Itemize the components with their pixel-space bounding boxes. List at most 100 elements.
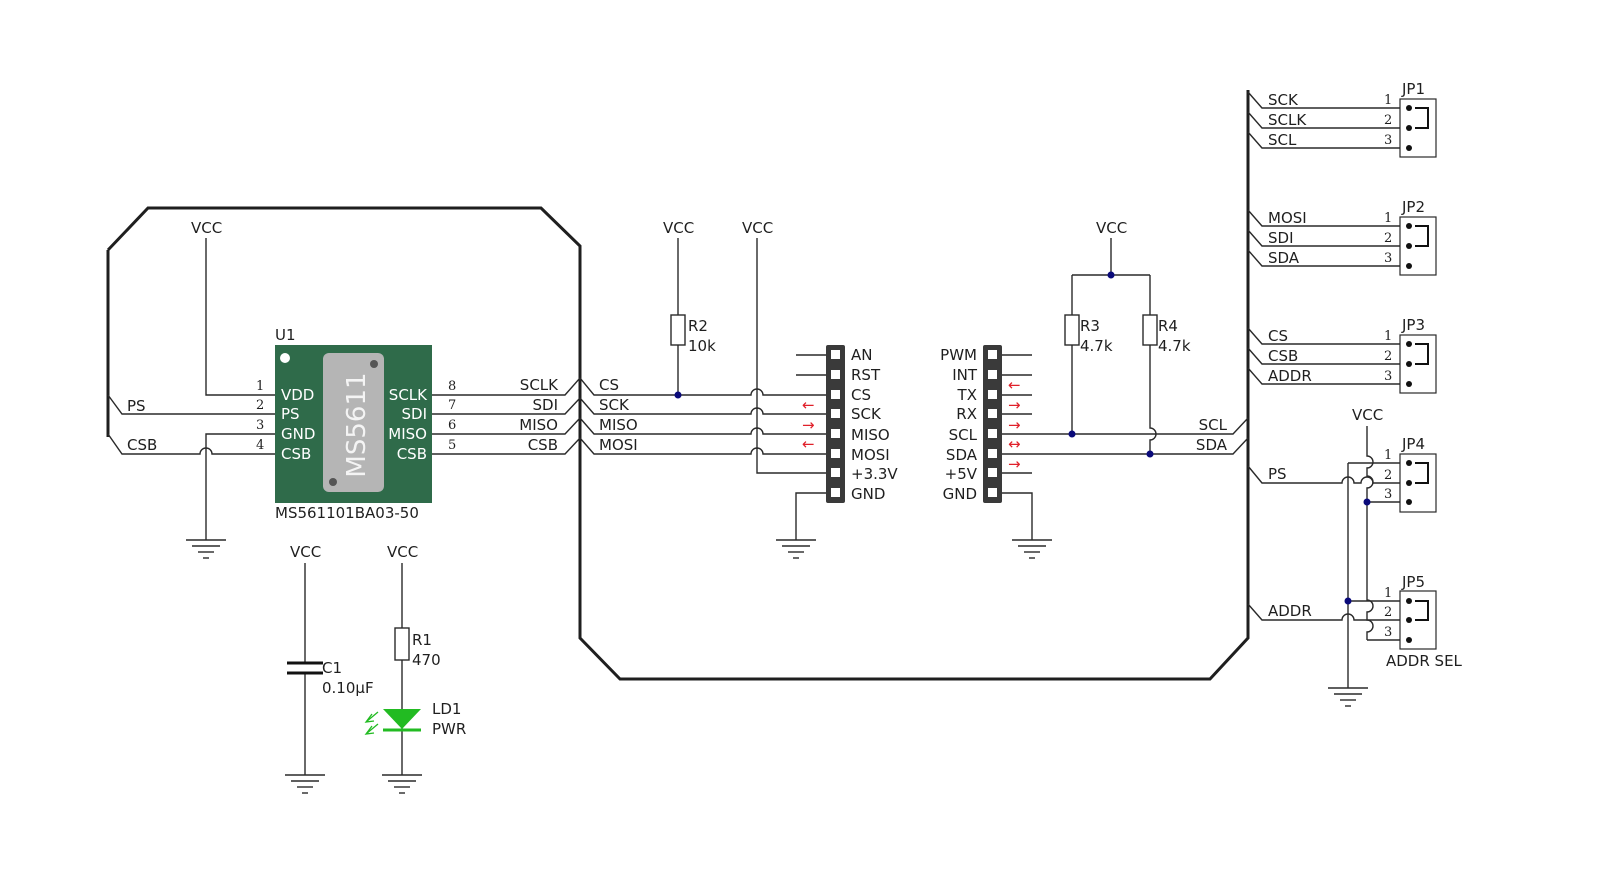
u1-ref: U1 (275, 326, 296, 344)
wire-gnd (205, 433, 275, 540)
wire-gnd-left (795, 492, 830, 540)
wire-gnd-right (1002, 492, 1033, 540)
pin-number: 1 (1384, 448, 1392, 463)
header-label-pwm: PWM (940, 346, 977, 364)
junction-dot (1344, 597, 1352, 605)
jp3-net-2: CSB (1268, 347, 1298, 365)
r4-value: 4.7k (1158, 337, 1191, 355)
wire-csb-r (432, 437, 581, 455)
jumper-jp1: SCK SCLK SCL 1 2 3 JP1 (1247, 80, 1437, 158)
ground-symbol (1328, 687, 1368, 707)
junction-dot (1146, 450, 1154, 458)
net-mosi: MOSI (599, 436, 638, 454)
resistor-r4 (1142, 314, 1158, 346)
header-pin (831, 409, 840, 418)
ground-symbol (186, 539, 226, 559)
header-label-rst: RST (851, 366, 881, 384)
jp4-net: PS (1268, 465, 1287, 483)
u1-pin-csb: CSB (281, 445, 311, 463)
wire-scl (1002, 417, 1249, 435)
pin-number: 5 (448, 438, 456, 453)
r2-value: 10k (688, 337, 716, 355)
mikrobus-header-right: PWM INT TX RX SCL SDA +5V GND (940, 345, 1002, 503)
u1-pin-vdd: VDD (281, 386, 314, 404)
arrow-right-icon: → (1008, 455, 1021, 473)
header-label-mosi: MOSI (851, 446, 890, 464)
c1-ref: C1 (322, 659, 342, 677)
vcc-label: VCC (663, 219, 694, 237)
wire-vcc-jp (1366, 426, 1374, 640)
jp3-ref: JP3 (1401, 316, 1425, 334)
r2-ref: R2 (688, 317, 708, 335)
header-label-tx: TX (957, 386, 977, 404)
header-label-miso: MISO (851, 426, 890, 444)
pin-number: 2 (256, 398, 264, 413)
arrow-left-icon: ← (802, 435, 815, 453)
arrow-left-icon: ← (1008, 376, 1021, 394)
header-pin (988, 350, 997, 359)
header-pin (988, 429, 997, 438)
vcc-label: VCC (191, 219, 222, 237)
vcc-label: VCC (742, 219, 773, 237)
arrow-left-icon: ← (802, 396, 815, 414)
ld1-value: PWR (432, 720, 466, 738)
pin-number: 3 (1384, 133, 1392, 148)
header-pin (988, 468, 997, 477)
header-body (826, 345, 845, 503)
wire-csb (107, 433, 275, 455)
led-symbol (383, 709, 421, 729)
header-pin (988, 370, 997, 379)
ground-symbol (285, 774, 325, 794)
net-csb: CSB (127, 436, 157, 454)
header-label-5v: +5V (945, 465, 978, 483)
chip-marking: MS5611 (342, 372, 372, 477)
resistor-r2 (670, 314, 686, 346)
net-scl: SCL (1199, 416, 1228, 434)
net-ps: PS (127, 397, 146, 415)
header-pin (831, 429, 840, 438)
header-label-gnd-r: GND (943, 485, 977, 503)
r3-value: 4.7k (1080, 337, 1113, 355)
header-pin (988, 488, 997, 497)
jp3-net-3: ADDR (1268, 367, 1312, 385)
mikrobus-header-left: AN RST CS SCK MISO MOSI +3.3V GND (826, 345, 898, 503)
r4-ref: R4 (1158, 317, 1178, 335)
net-sda: SDA (1196, 436, 1228, 454)
vcc-label: VCC (290, 543, 321, 561)
pin-number: 2 (1384, 231, 1392, 246)
ground-symbol (776, 539, 816, 559)
pin-number: 3 (1384, 625, 1392, 640)
pin-number: 3 (256, 418, 264, 433)
pin-number: 8 (448, 379, 456, 394)
junction-dot (1068, 430, 1076, 438)
ground-symbol (382, 774, 422, 794)
ld1-ref: LD1 (432, 700, 461, 718)
arrow-right-icon: → (802, 416, 815, 434)
wire-sda (1002, 437, 1249, 455)
u1-part: MS561101BA03-50 (275, 504, 419, 522)
pin-number: 3 (1384, 487, 1392, 502)
header-pin (831, 350, 840, 359)
junction-dot (1363, 498, 1371, 506)
pin-number: 2 (1384, 113, 1392, 128)
net-miso: MISO (519, 416, 558, 434)
wire-jp-stubs (1348, 462, 1408, 641)
header-label-cs: CS (851, 386, 871, 404)
c1-value: 0.10µF (322, 679, 374, 697)
header-label-sda: SDA (946, 446, 978, 464)
pin-number: 7 (448, 398, 456, 413)
pin-number: 3 (1384, 369, 1392, 384)
jp5-ref: JP5 (1401, 573, 1425, 591)
jp4-ref: JP4 (1401, 435, 1425, 453)
net-cs: CS (599, 376, 619, 394)
jp2-net-2: SDI (1268, 229, 1294, 247)
header-label-an: AN (851, 346, 872, 364)
pin-number: 4 (256, 438, 264, 453)
jumper-jp3: CS CSB ADDR 1 2 3 JP3 (1247, 316, 1437, 394)
jp2-net-3: SDA (1268, 249, 1300, 267)
u1-sensor: MS5611 U1 MS561101BA03-50 VDD PS GND CSB… (256, 326, 456, 522)
vcc-label: VCC (1352, 406, 1383, 424)
pin-number: 1 (1384, 93, 1392, 108)
pin-number: 1 (256, 379, 264, 394)
